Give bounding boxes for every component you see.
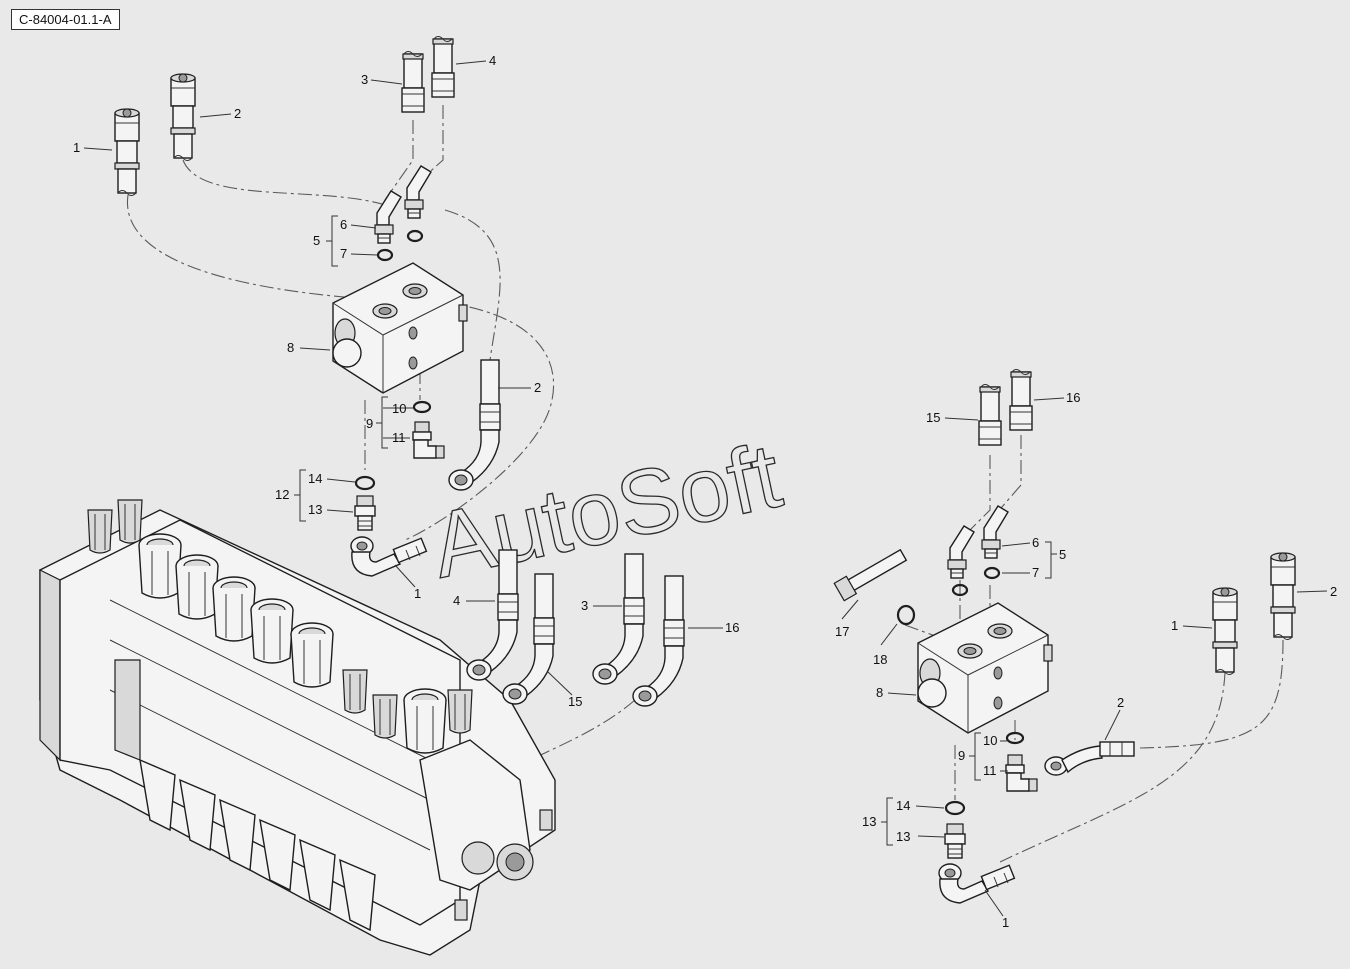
callout-mid-hose-15: 15 [568,694,582,709]
callout-right-hose-15: 15 [926,410,940,425]
callout-numbers: 1 2 3 4 5 6 7 8 2 10 9 11 14 12 13 1 4 1… [73,53,1337,930]
callout-right-block-8: 8 [876,685,883,700]
callout-left-group-5: 5 [313,233,320,248]
callout-mid-hose-16: 16 [725,620,739,635]
callout-left-hose-4: 4 [489,53,496,68]
callout-right-adapter-13: 13 [896,829,910,844]
callout-left-hose-1: 1 [73,140,80,155]
middle-hose-group [466,549,685,707]
callout-left-hose-3: 3 [361,72,368,87]
callout-left-adapter-13: 13 [308,502,322,517]
control-valve-assembly [39,499,556,956]
callout-left-oring-14: 14 [308,471,322,486]
callout-left-mid-hose-2: 2 [534,380,541,395]
callout-right-oring-10: 10 [983,733,997,748]
left-upper-hose-group [114,35,501,577]
right-hose-group [833,368,1296,904]
callout-left-elbow-11: 11 [392,430,406,445]
callout-right-group-5: 5 [1059,547,1066,562]
callout-right-hose-1: 1 [1171,618,1178,633]
callout-mid-hose-4: 4 [453,593,460,608]
callout-left-group-9: 9 [366,416,373,431]
watermark-text: AutoSoft [423,424,789,597]
callout-right-fitting-6: 6 [1032,535,1039,550]
callout-right-lower-hose-1: 1 [1002,915,1009,930]
callout-left-fitting-6: 6 [340,217,347,232]
callout-mid-hose-3: 3 [581,598,588,613]
callout-left-block-8: 8 [287,340,294,355]
callout-right-washer-18: 18 [873,652,887,667]
callout-left-group-12: 12 [275,487,289,502]
callout-right-hose-2: 2 [1330,584,1337,599]
reference-code-label: C-84004-01.1-A [11,9,120,30]
group-braces [294,215,1057,846]
callout-right-oring-14: 14 [896,798,910,813]
leader-lines [83,60,1328,917]
callout-right-elbow-11: 11 [983,763,997,778]
callout-right-group-13: 13 [862,814,876,829]
callout-left-hose-2: 2 [234,106,241,121]
callout-right-bolt-17: 17 [835,624,849,639]
callout-right-mid-hose-2: 2 [1117,695,1124,710]
callout-right-oring-7: 7 [1032,565,1039,580]
callout-left-oring-10: 10 [392,401,406,416]
callout-left-lower-hose-1: 1 [414,586,421,601]
callout-right-hose-16: 16 [1066,390,1080,405]
callout-right-group-9: 9 [958,748,965,763]
callout-left-oring-7: 7 [340,246,347,261]
